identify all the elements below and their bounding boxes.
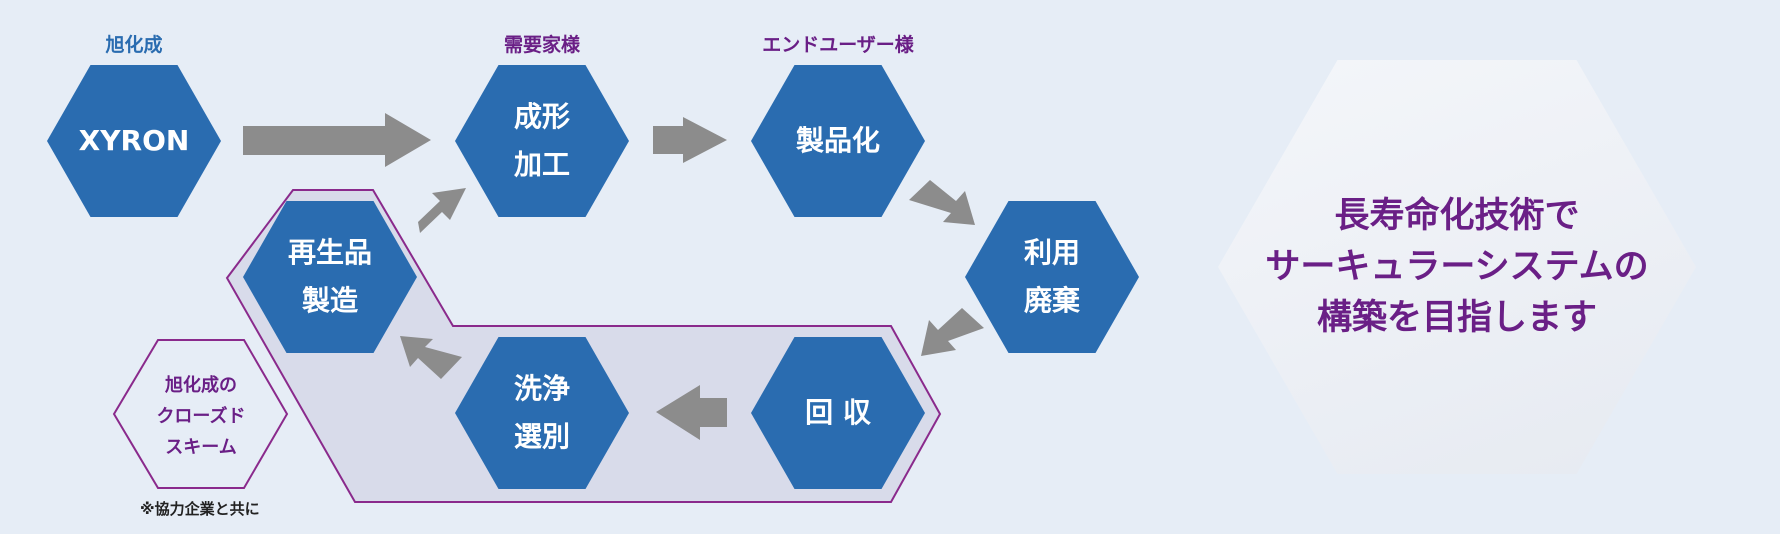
node-product-label: 製品化 — [795, 124, 880, 157]
node-molding-line2: 加工 — [513, 148, 570, 181]
goal-line2: サーキュラーシステムの — [1265, 246, 1649, 287]
node-collect-label: 回 収 — [805, 396, 871, 429]
node-use-line1: 利用 — [1023, 236, 1080, 269]
closed-scheme-line3: スキーム — [165, 437, 237, 458]
partner-note: ※協力企業と共に — [140, 500, 260, 518]
closed-scheme-hexagon — [112, 339, 289, 489]
node-molding-line1: 成形 — [513, 100, 570, 133]
arrow-remanufacture-to-molding — [418, 188, 466, 233]
arrow-collect-to-wash — [656, 385, 727, 440]
label-customer: 需要家様 — [503, 34, 581, 56]
arrow-xyron-to-molding — [243, 113, 431, 167]
arrow-product-to-use — [909, 180, 975, 225]
goal-line3: 構築を目指します — [1316, 297, 1597, 338]
node-wash-line1: 洗浄 — [513, 372, 570, 405]
arrow-wash-to-remanufacture — [400, 336, 462, 379]
label-asahi: 旭化成 — [105, 34, 163, 56]
closed-scheme-label: 旭化成の クローズド スキーム — [114, 370, 288, 463]
closed-scheme-line1: 旭化成の — [165, 375, 237, 396]
arrow-use-to-collect — [921, 308, 984, 356]
node-wash: 洗浄 選別 — [455, 337, 629, 489]
node-use-line2: 廃棄 — [1023, 284, 1080, 317]
node-xyron-label: XYRON — [78, 124, 190, 157]
closed-scheme-line2: クローズド — [156, 406, 246, 427]
goal-line1: 長寿命化技術で — [1334, 195, 1580, 236]
node-remanufacture-line1: 再生品 — [287, 236, 372, 269]
node-collect: 回 収 — [751, 337, 925, 489]
node-remanufacture-line2: 製造 — [301, 284, 358, 317]
label-end-user: エンドユーザー様 — [762, 34, 914, 56]
node-wash-line2: 選別 — [513, 420, 570, 453]
arrow-molding-to-product — [653, 117, 727, 163]
